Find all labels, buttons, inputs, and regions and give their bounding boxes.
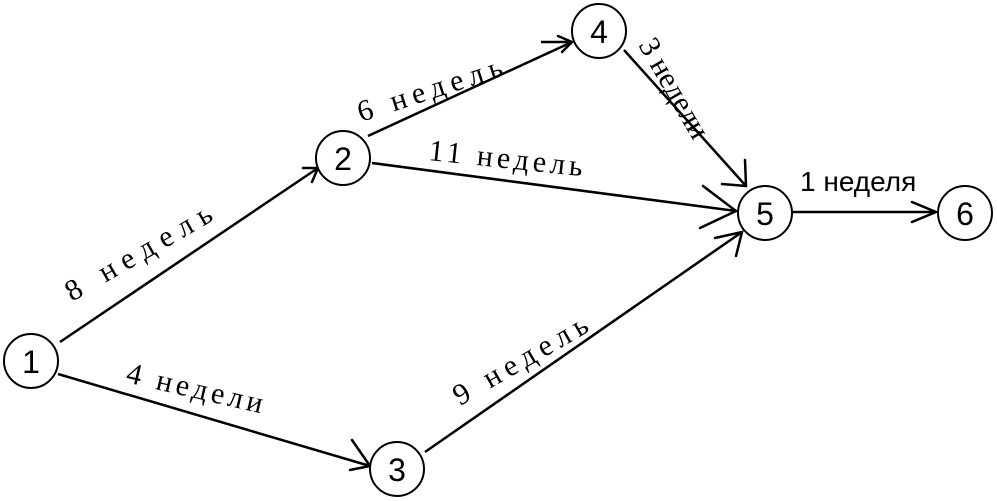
edge-2-5 xyxy=(371,161,739,230)
edge-label-1-3: 4 недели xyxy=(123,357,270,421)
nodes: 1 2 3 4 5 6 xyxy=(3,3,993,497)
edge-label-2-5: 11 недель xyxy=(427,134,588,183)
svg-text:2: 2 xyxy=(334,141,352,177)
edge-1-2 xyxy=(59,166,320,344)
edge-3-5 xyxy=(424,230,744,454)
edge-label-3-5: 9 недель xyxy=(447,305,599,412)
edge-label-2-4: 6 недель xyxy=(353,49,512,129)
svg-text:4: 4 xyxy=(590,14,608,50)
node-5: 5 xyxy=(737,185,793,241)
edge-2-4 xyxy=(367,34,575,138)
node-6: 6 xyxy=(937,185,993,241)
edge-label-5-6: 1 неделя xyxy=(800,166,916,197)
edge-label-1-2: 8 недель xyxy=(59,193,225,308)
node-3: 3 xyxy=(369,441,425,497)
node-4: 4 xyxy=(571,3,627,59)
svg-text:5: 5 xyxy=(756,196,774,232)
edge-5-6 xyxy=(792,200,940,224)
edge-4-5 xyxy=(623,49,748,188)
svg-text:6: 6 xyxy=(956,196,974,232)
edges xyxy=(57,34,940,472)
svg-text:3: 3 xyxy=(388,452,406,488)
edge-label-4-5: 3 недели xyxy=(632,32,716,145)
svg-text:1: 1 xyxy=(22,344,40,380)
node-2: 2 xyxy=(315,130,371,186)
node-1: 1 xyxy=(3,333,59,389)
